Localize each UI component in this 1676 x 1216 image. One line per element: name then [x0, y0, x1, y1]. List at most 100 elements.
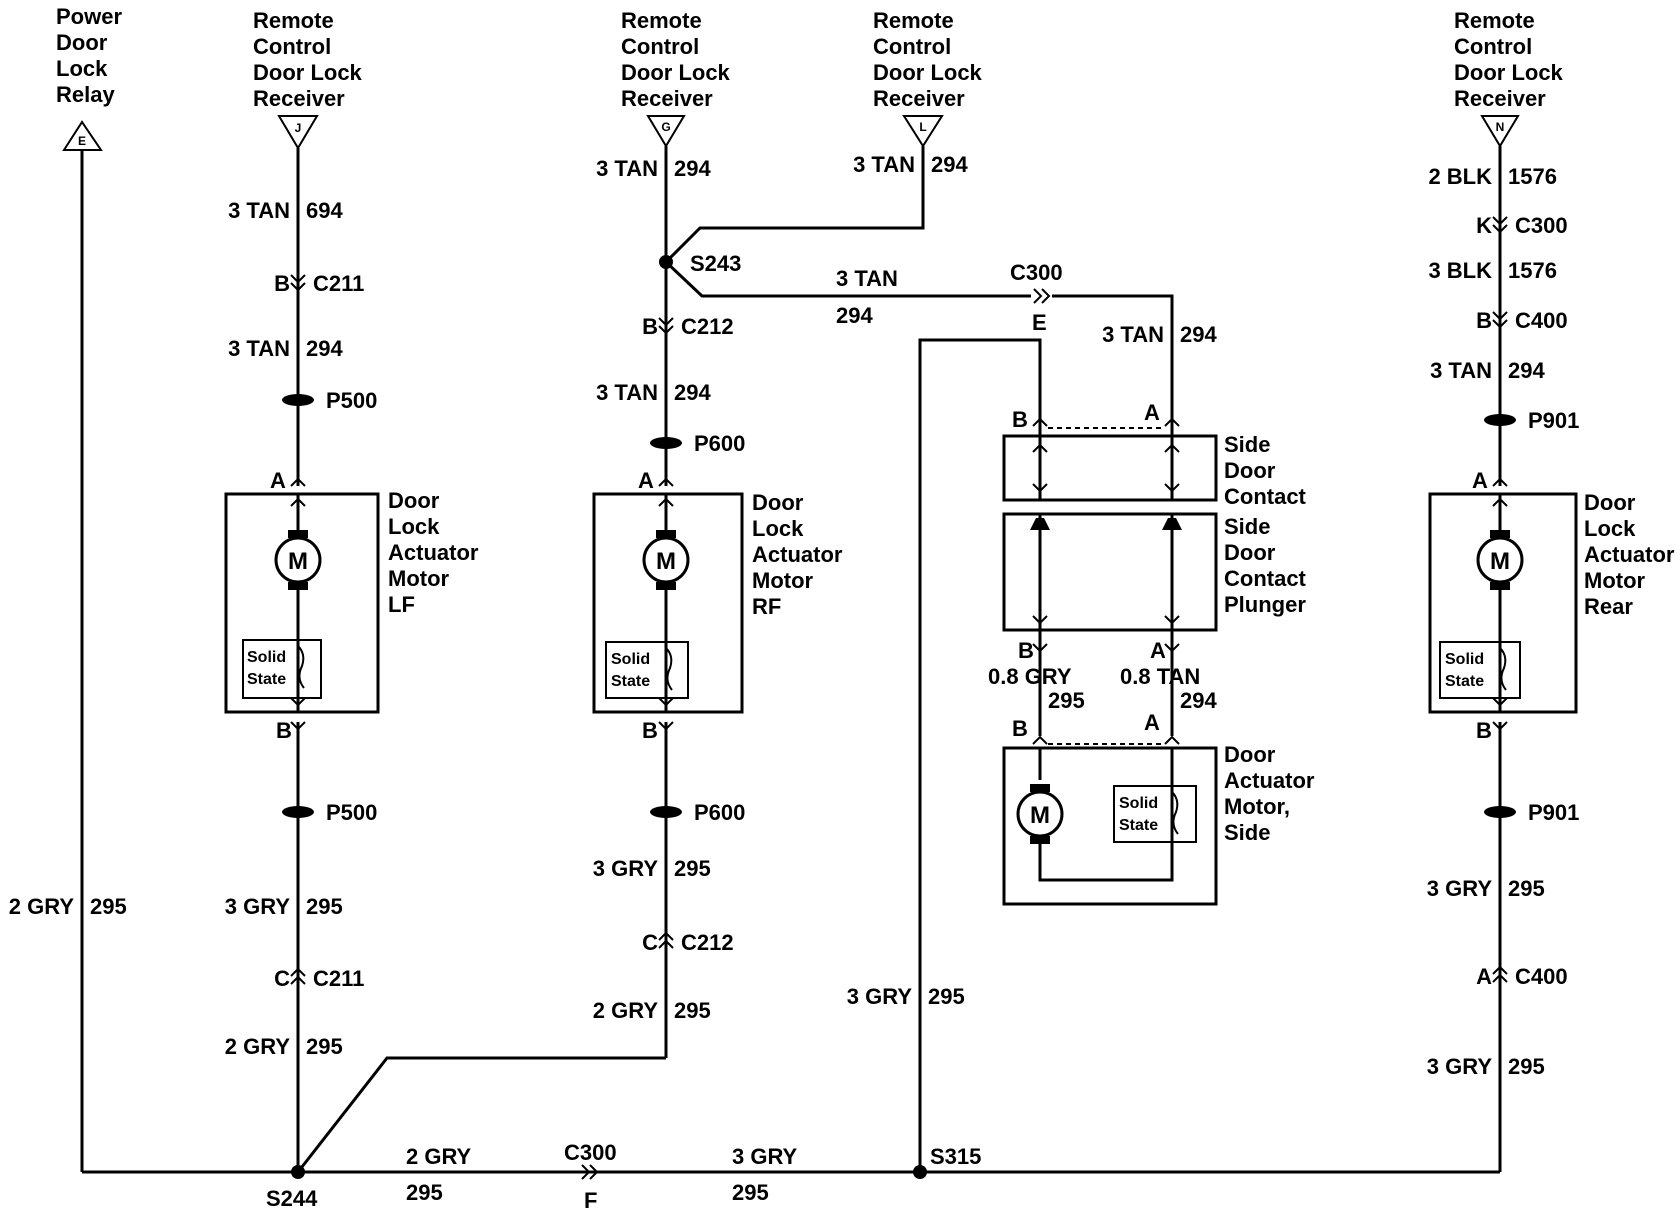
solid-state-label-1: Solid [1445, 651, 1484, 668]
relay-label-line-1: Power [56, 4, 122, 29]
power-door-lock-relay-terminal: Power Door Lock Relay E [56, 4, 122, 151]
receiver-g-terminal: Remote Control Door Lock Receiver G [621, 8, 731, 148]
pin-b-label: B [1018, 638, 1034, 663]
receiver-l-pin: L [919, 120, 926, 134]
side-a-circuit: 294 [1180, 688, 1217, 713]
receiver-j-line-4: Receiver [253, 86, 345, 111]
side-contact-label-3: Contact [1224, 484, 1307, 509]
receiver-n-line-4: Receiver [1454, 86, 1546, 111]
pin-a-label: A [1144, 710, 1160, 735]
rf-label-5: RF [752, 594, 781, 619]
side-b-circuit: 295 [1048, 688, 1085, 713]
pin-arrow-icon [1032, 643, 1048, 653]
connector-chevron-icon [1033, 288, 1051, 304]
solid-state-module: Solid State [605, 641, 689, 699]
solid-state-label-2: State [1445, 673, 1484, 690]
splice-dot-icon [291, 1165, 305, 1179]
switch-icon [1499, 647, 1507, 691]
rear-top-color: 2 BLK [1428, 164, 1492, 189]
pin-b-label: B [1012, 407, 1028, 432]
plunger-head-icon [1162, 518, 1182, 530]
pin-arrow-icon [1164, 417, 1180, 427]
p500-bottom: P500 [282, 800, 377, 825]
connector-chevron-icon [290, 274, 306, 292]
receiver-n-line-3: Door Lock [1454, 60, 1564, 85]
side-down-circuit: 295 [928, 984, 965, 1009]
connector-body-icon [282, 394, 314, 406]
p600-label: P600 [694, 800, 745, 825]
solid-state-label-1: Solid [611, 651, 650, 668]
connector-pin: C [274, 966, 290, 991]
lf-bottom-color: 2 GRY [225, 1034, 291, 1059]
solid-state-module: Solid State [1113, 785, 1197, 843]
down-triangle-icon [277, 115, 319, 150]
rf-label-2: Lock [752, 516, 804, 541]
pin-b-label: B [1476, 718, 1492, 743]
rf-mid-circuit: 294 [674, 380, 711, 405]
connector-name: C212 [681, 314, 734, 339]
p901-top: P901 [1484, 408, 1579, 433]
receiver-l-line-1: Remote [873, 8, 954, 33]
lf-label-1: Door [388, 488, 440, 513]
s243-label: S243 [690, 251, 741, 276]
p600-top: P600 [650, 431, 745, 456]
connector-pin: K [1476, 213, 1492, 238]
lf-low-circuit: 295 [306, 894, 343, 919]
lf-bottom-circuit: 295 [306, 1034, 343, 1059]
receiver-j-terminal: Remote Control Door Lock Receiver J [253, 8, 363, 150]
side-door-assembly: B A Side Door Contact Side Door Contact … [1002, 400, 1315, 906]
receiver-l-terminal: Remote Control Door Lock Receiver L [873, 8, 983, 148]
rf-actuator-component: A M Solid State B Door Lock Actuator Mot… [592, 468, 843, 743]
solid-state-label-2: State [611, 673, 650, 690]
down-triangle-icon [1480, 115, 1520, 148]
double-arrow-icon [1164, 443, 1180, 493]
rf-low-circuit: 295 [674, 856, 711, 881]
l-top-color: 3 TAN [853, 152, 915, 177]
bottom-left-circuit: 295 [406, 1180, 443, 1205]
receiver-g-line-4: Receiver [621, 86, 713, 111]
connector-c212-top: B C212 [642, 314, 733, 339]
splice-s315: S315 [913, 1144, 981, 1179]
relay-label-line-4: Relay [56, 82, 115, 107]
connector-chevron-icon [1492, 216, 1508, 234]
side-motor-label-4: Side [1224, 820, 1270, 845]
rear-label-2: Lock [1584, 516, 1636, 541]
lf-label-3: Actuator [388, 540, 479, 565]
receiver-n-line-2: Control [1454, 34, 1532, 59]
pin-arrow-icon [1032, 417, 1048, 427]
connector-c300-e: C300 E [1010, 260, 1063, 335]
side-plunger-label-1: Side [1224, 514, 1270, 539]
connector-chevron-icon [1492, 965, 1508, 983]
s243-right-circuit: 294 [836, 303, 873, 328]
l-top-circuit: 294 [931, 152, 968, 177]
splice-dot-icon [659, 255, 673, 269]
pin-b-label: B [276, 718, 292, 743]
pin-a-label: A [638, 468, 654, 493]
side-motor-label-2: Actuator [1224, 768, 1315, 793]
pass-through-connectors: P500 P500 P600 P600 P901 P901 [282, 388, 1579, 825]
receiver-j-line-2: Control [253, 34, 331, 59]
bottom-right-color: 3 GRY [732, 1144, 798, 1169]
rear-gry2-color: 3 GRY [1427, 1054, 1493, 1079]
connector-pin: E [1032, 310, 1047, 335]
c300-e-to-side-wire [1052, 294, 1174, 420]
rf-mid-color: 3 TAN [596, 380, 658, 405]
p500-top: P500 [282, 388, 377, 413]
connector-pin: B [642, 314, 658, 339]
rear-actuator-component: A M Solid State B Door Lock Actuator Mot… [1428, 468, 1675, 743]
splice-dot-icon [913, 1165, 927, 1179]
receiver-l-line-3: Door Lock [873, 60, 983, 85]
connector-chevron-icon [658, 317, 674, 335]
p901-bottom: P901 [1484, 800, 1579, 825]
receiver-g-line-3: Door Lock [621, 60, 731, 85]
relay-label-line-2: Door [56, 30, 108, 55]
p600-bottom: P600 [650, 800, 745, 825]
arrow-up-icon [290, 497, 306, 507]
pin-arrow-icon [1164, 643, 1180, 653]
lf-mid-color: 3 TAN [228, 336, 290, 361]
relay-wire-color: 2 GRY [9, 894, 75, 919]
rear-blk-circuit: 1576 [1508, 258, 1557, 283]
pin-a-label: A [1472, 468, 1488, 493]
receiver-g-line-1: Remote [621, 8, 702, 33]
